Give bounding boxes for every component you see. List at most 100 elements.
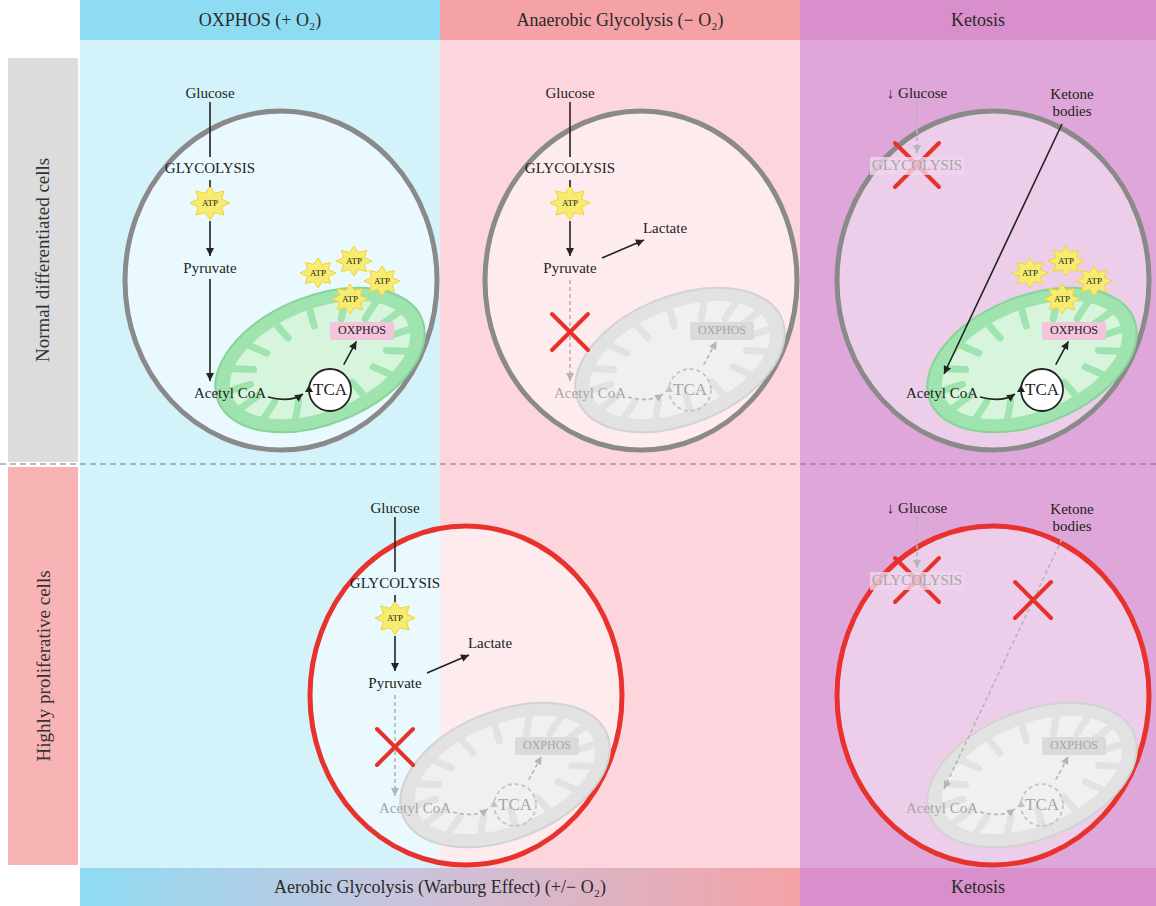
mitochondrion-shape bbox=[912, 670, 1152, 855]
mitochondrion: Acetyl CoAOXPHOSTCA bbox=[560, 255, 800, 440]
label-text: TCA bbox=[313, 380, 347, 400]
cycle-arrowhead bbox=[490, 800, 498, 807]
blocked-arrow bbox=[569, 280, 571, 381]
crista bbox=[999, 401, 1018, 424]
flow-arrow bbox=[394, 636, 396, 671]
cell-outline: ↓ GlucoseGLYCOLYSISKetone bodiesAcetyl C… bbox=[834, 108, 1152, 453]
label-text: Acetyl CoA bbox=[379, 800, 451, 817]
crista bbox=[746, 342, 771, 360]
mitochondrion-body bbox=[906, 674, 1156, 875]
text-slot: Lactate bbox=[643, 219, 687, 237]
row-divider bbox=[0, 464, 1156, 465]
cell-interior bbox=[838, 528, 1148, 864]
crista bbox=[228, 360, 253, 378]
column-header: OXPHOS (+ O₂) bbox=[80, 0, 440, 40]
cycle-circle bbox=[1021, 784, 1063, 826]
label-text: OXPHOS bbox=[523, 739, 571, 753]
atp-burst bbox=[1076, 266, 1112, 296]
mitochondrion: Acetyl CoAOXPHOSTCA bbox=[912, 670, 1152, 855]
matrix bbox=[573, 277, 787, 443]
label-text: ATP bbox=[387, 613, 403, 623]
cycle-circle bbox=[1021, 369, 1063, 411]
red-cross bbox=[895, 143, 939, 187]
label-text: GLYCOLYSIS bbox=[870, 157, 964, 174]
mitochondrion: Acetyl CoAOXPHOSTCAATPATPATPATP bbox=[200, 255, 440, 440]
column-header: Anaerobic Glycolysis (− O₂) bbox=[440, 0, 800, 40]
crista bbox=[1064, 379, 1079, 401]
label-text: Acetyl CoA bbox=[194, 385, 266, 402]
flow-line bbox=[569, 102, 571, 157]
cell-interior bbox=[311, 528, 621, 864]
outer-membrane bbox=[194, 259, 446, 460]
crista bbox=[1072, 713, 1096, 733]
label-text: OXPHOS bbox=[1050, 739, 1098, 753]
label-text: ATP bbox=[346, 256, 362, 266]
cell-outline: ↓ GlucoseGLYCOLYSISKetone bodiesAcetyl C… bbox=[834, 523, 1152, 868]
red-cross bbox=[1015, 582, 1051, 618]
red-cross bbox=[377, 729, 413, 765]
crista bbox=[694, 297, 713, 320]
tca-cycle: TCA bbox=[491, 781, 539, 829]
flow-arrow bbox=[209, 279, 211, 381]
crista bbox=[491, 720, 502, 741]
mitochondrion-body bbox=[554, 259, 806, 460]
cell-membrane bbox=[125, 111, 437, 450]
blocked-arrow bbox=[394, 695, 396, 796]
label-text: TCA bbox=[1025, 380, 1059, 400]
atp-star: ATP bbox=[1012, 258, 1048, 288]
crista bbox=[571, 757, 596, 775]
red-cross bbox=[552, 314, 588, 350]
oxphos-box: OXPHOS bbox=[1042, 737, 1106, 755]
text-slot: GLYCOLYSIS bbox=[525, 159, 615, 177]
crista bbox=[373, 361, 395, 383]
crista bbox=[256, 401, 280, 421]
label-text: Pyruvate bbox=[183, 260, 236, 277]
oxphos-box: OXPHOS bbox=[1042, 322, 1106, 340]
crista bbox=[287, 401, 306, 424]
text-slot: Glucose bbox=[545, 84, 594, 102]
text-slot: GLYCOLYSIS bbox=[165, 159, 255, 177]
label-text: Glucose bbox=[185, 85, 234, 102]
label-text: Ketosis bbox=[951, 877, 1005, 898]
matrix bbox=[213, 277, 427, 443]
text-slot: Acetyl CoA bbox=[194, 384, 266, 402]
cycle-circle bbox=[669, 369, 711, 411]
connector-arrow bbox=[1056, 756, 1069, 779]
atp-burst bbox=[1044, 284, 1080, 314]
label-text: Highly proliferative cells bbox=[32, 571, 54, 762]
crista bbox=[306, 305, 317, 326]
cell-membrane bbox=[837, 111, 1149, 450]
mitochondrion-body bbox=[906, 259, 1156, 460]
text-slot: Acetyl CoA bbox=[906, 799, 978, 817]
atp-star: ATP bbox=[190, 186, 230, 220]
text-slot: Glucose bbox=[370, 499, 419, 517]
matrix bbox=[398, 692, 612, 858]
crista bbox=[1018, 305, 1029, 326]
tca-cycle: TCA bbox=[1018, 366, 1066, 414]
crista bbox=[472, 816, 491, 839]
text-slot: Pyruvate bbox=[183, 259, 236, 277]
connector-arrow bbox=[1056, 341, 1069, 364]
row-label-band: Highly proliferative cells bbox=[8, 467, 78, 865]
crista bbox=[273, 318, 288, 340]
label-text: GLYCOLYSIS bbox=[165, 160, 255, 177]
blocked-arrow bbox=[628, 394, 663, 399]
label-text: Pyruvate bbox=[543, 260, 596, 277]
text-slot: GLYCOLYSIS bbox=[350, 574, 440, 592]
atp-star: ATP bbox=[336, 246, 372, 276]
red-cross bbox=[895, 143, 939, 187]
crista bbox=[245, 337, 267, 359]
oxphos-box: OXPHOS bbox=[330, 322, 394, 340]
text-slot: GLYCOLYSIS bbox=[870, 571, 964, 589]
cycle-arrowhead bbox=[1017, 800, 1025, 807]
label-text: ATP bbox=[1054, 294, 1070, 304]
crista bbox=[352, 379, 367, 401]
label-text: ↓ Glucose bbox=[887, 85, 947, 102]
crista bbox=[1046, 712, 1065, 735]
label-text: TCA bbox=[673, 380, 707, 400]
crista bbox=[968, 401, 992, 421]
crista bbox=[647, 401, 666, 424]
cell-membrane bbox=[485, 111, 797, 450]
atp-star: ATP bbox=[300, 258, 336, 288]
